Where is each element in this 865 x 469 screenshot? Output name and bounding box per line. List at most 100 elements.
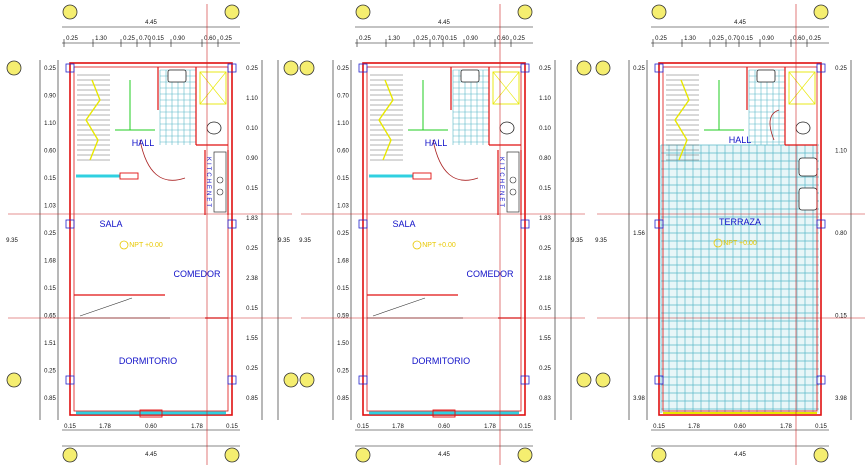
room-label-comedor: COMEDOR (174, 269, 222, 279)
column-marker (520, 63, 530, 73)
stove-burner (216, 176, 224, 184)
grid-axis-bubble (595, 60, 611, 76)
grid-axis-bubble (283, 372, 299, 388)
column-marker (227, 219, 237, 229)
dim-top-segment: 0.25 (123, 36, 135, 42)
dim-left: 1.03 (337, 204, 349, 210)
grid-axis-bubble (299, 60, 315, 76)
dim-bottom-segment: 0.60 (438, 424, 450, 430)
column-marker (358, 375, 368, 385)
stove-burner (216, 188, 224, 196)
grid-axis-bubble (62, 447, 78, 463)
stair-arrow (85, 79, 101, 161)
column-marker (654, 219, 664, 229)
toilet (795, 121, 811, 135)
dim-left: 0.60 (337, 149, 349, 155)
sink (460, 69, 480, 83)
dim-left: 1.68 (337, 259, 349, 265)
dim-left: 0.65 (44, 314, 56, 320)
room-label-hall: HALL (425, 138, 448, 148)
dim-right: 0.25 (246, 246, 258, 252)
dim-bottom-segment: 0.15 (226, 424, 238, 430)
column-marker (358, 219, 368, 229)
grid-axis-bubble (813, 447, 829, 463)
shower-diag (788, 71, 816, 105)
dim-right: 1.10 (539, 96, 551, 102)
dim-bottom-total: 4.45 (734, 452, 746, 458)
grid-axis-bubble (355, 4, 371, 20)
shower-tray (492, 71, 520, 105)
dim-right: 1.10 (835, 149, 847, 155)
column-marker (816, 375, 826, 385)
dim-left: 0.15 (44, 176, 56, 182)
dim-right: 0.25 (246, 366, 258, 372)
shower-diag (492, 71, 520, 105)
level-symbol (713, 238, 723, 248)
kitchen-label: KITCHENET (498, 157, 504, 209)
kitchen-counter (213, 151, 227, 213)
grid-axis-bubble (576, 372, 592, 388)
room-label-hall: HALL (132, 138, 155, 148)
column-marker (358, 63, 368, 73)
dim-left: 1.68 (44, 259, 56, 265)
dim-left-total: 9.35 (299, 238, 311, 244)
door-swing (769, 109, 780, 141)
sink (756, 69, 776, 83)
kitchen-counter (506, 151, 520, 213)
shower-diag (199, 71, 227, 105)
grid-axis-bubble (517, 447, 533, 463)
dim-bottom-segment: 0.15 (64, 424, 76, 430)
dim-left: 0.25 (633, 66, 645, 72)
grid-axis-bubble (651, 4, 667, 20)
column-marker (65, 219, 75, 229)
dim-top-segment: 0.15 (445, 36, 457, 42)
shower-tray (788, 71, 816, 105)
dim-top-segment: 0.25 (66, 36, 78, 42)
dim-left: 1.10 (337, 121, 349, 127)
dim-right: 2.38 (246, 276, 258, 282)
exterior-wall-inner (366, 66, 522, 412)
dim-right: 0.15 (835, 314, 847, 320)
dim-left: 0.85 (337, 396, 349, 402)
room-label-dormitorio: DORMITORIO (119, 356, 177, 366)
dim-right: 0.15 (246, 306, 258, 312)
dim-left: 1.56 (633, 231, 645, 237)
grid-axis-bubble (813, 4, 829, 20)
dim-right: 2.18 (539, 276, 551, 282)
dim-top-segment: 0.15 (152, 36, 164, 42)
dim-bottom-segment: 0.15 (815, 424, 827, 430)
dim-top-segment: 1.30 (95, 36, 107, 42)
dim-right-total: 9.35 (278, 238, 290, 244)
dim-bottom-total: 4.45 (145, 452, 157, 458)
dim-bottom-segment: 0.60 (145, 424, 157, 430)
column-marker (816, 63, 826, 73)
grid-axis-bubble (355, 447, 371, 463)
grid-axis-bubble (6, 60, 22, 76)
terrace-tile-field (661, 145, 819, 413)
dim-right: 0.15 (246, 186, 258, 192)
dim-right-total: 9.35 (571, 238, 583, 244)
exterior-wall-inner (73, 66, 229, 412)
dim-top-segment: 0.25 (416, 36, 428, 42)
dim-top-segment: 0.90 (173, 36, 185, 42)
toilet (499, 121, 515, 135)
dim-right: 0.80 (835, 231, 847, 237)
dim-bottom-segment: 1.78 (484, 424, 496, 430)
dim-left: 0.59 (337, 314, 349, 320)
stair-arrow (674, 79, 690, 161)
dim-bottom-segment: 0.15 (357, 424, 369, 430)
exterior-wall (69, 62, 233, 416)
planter-box (798, 187, 818, 211)
level-annotation: NPT +0.00 (129, 242, 163, 249)
dim-right: 1.10 (246, 96, 258, 102)
grid-axis-bubble (224, 4, 240, 20)
dim-top-segment: 0.25 (220, 36, 232, 42)
window-frame (432, 409, 456, 418)
column-marker (520, 375, 530, 385)
window-frame (139, 409, 163, 418)
grid-axis-bubble (299, 372, 315, 388)
closet-diagonal (79, 297, 133, 317)
dim-right: 0.10 (246, 126, 258, 132)
